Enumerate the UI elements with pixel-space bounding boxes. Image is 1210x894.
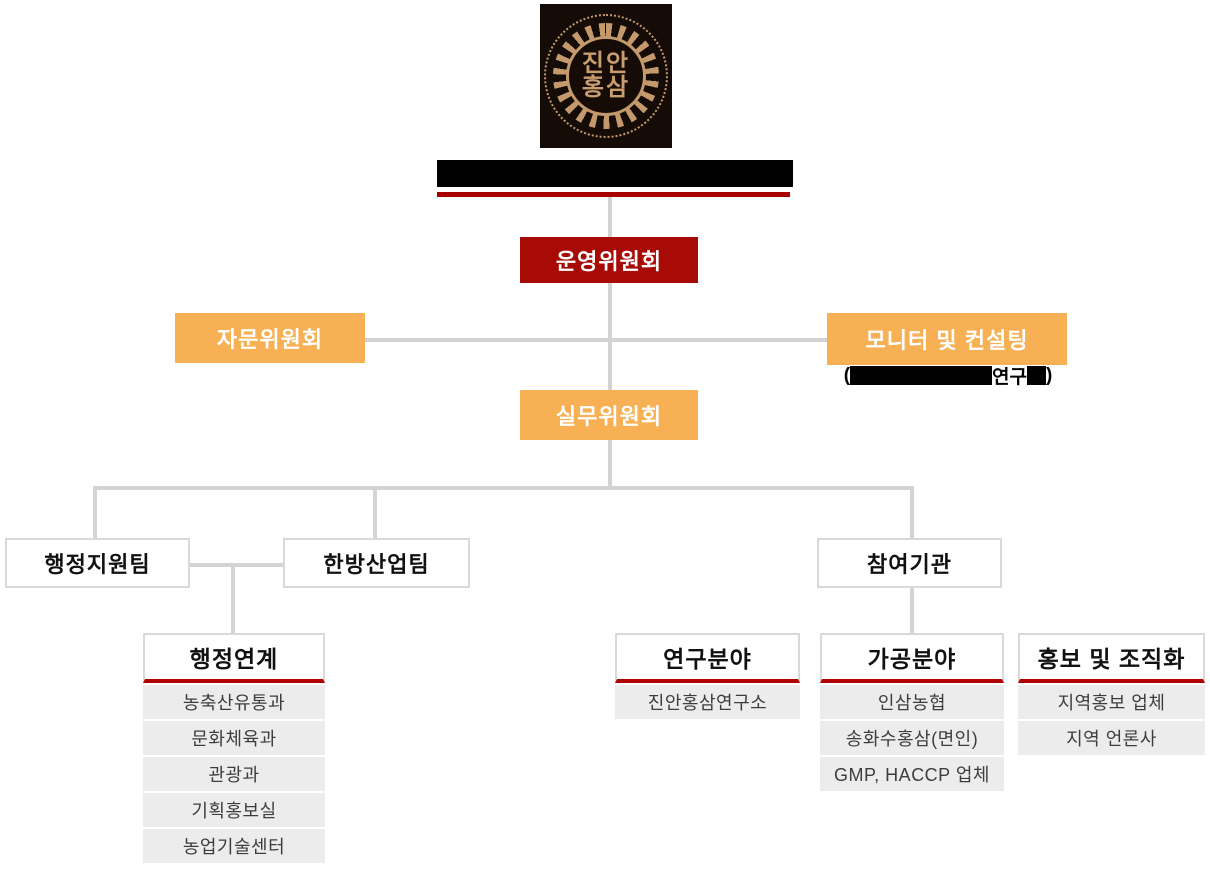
column-research: 연구분야 진안홍삼연구소	[615, 633, 800, 719]
column-item-list: 진안홍삼연구소	[615, 685, 800, 719]
node-label: 행정지원팀	[44, 552, 151, 577]
column-header: 홍보 및 조직화	[1018, 633, 1205, 683]
column-header: 행정연계	[143, 633, 325, 683]
node-label: 한방산업팀	[323, 552, 430, 577]
connector-line	[608, 440, 612, 488]
node-label: 모니터 및 컨설팅	[865, 328, 1029, 353]
redaction-bar	[850, 366, 993, 385]
list-item: 문화체육과	[143, 721, 325, 755]
node-label: 자문위원회	[216, 327, 324, 352]
node-label: 실무위원회	[555, 404, 663, 429]
connector-line	[373, 488, 377, 538]
list-item: 지역홍보 업체	[1018, 685, 1205, 719]
connector-line	[608, 197, 612, 390]
redaction-bar	[1026, 366, 1046, 385]
jinan-red-ginseng-logo: 진안 홍삼	[540, 4, 672, 148]
list-item: 기획홍보실	[143, 793, 325, 827]
emblem-ornament-band: 진안 홍삼	[553, 23, 659, 129]
monitoring-note: ( 연구 )	[820, 363, 1076, 389]
node-operating-committee: 운영위원회	[520, 237, 698, 283]
node-monitoring-consulting: 모니터 및 컨설팅	[827, 313, 1067, 365]
list-item: 진안홍삼연구소	[615, 685, 800, 719]
list-item: 농축산유통과	[143, 685, 325, 719]
list-item: 농업기술센터	[143, 829, 325, 863]
note-open-paren: (	[843, 364, 851, 386]
list-item: 송화수홍삼(면인)	[820, 721, 1004, 755]
connector-line	[910, 588, 914, 635]
connector-line	[231, 563, 235, 633]
node-advisory-committee: 자문위원회	[175, 313, 365, 363]
note-close-paren: )	[1045, 364, 1053, 386]
node-admin-support-team: 행정지원팀	[5, 538, 190, 588]
emblem-outer-ring: 진안 홍삼	[544, 14, 668, 138]
connector-line	[910, 488, 914, 538]
connector-line	[93, 486, 914, 490]
emblem-text-line2: 홍삼	[581, 74, 631, 101]
column-header-label: 연구분야	[663, 646, 752, 672]
column-header: 연구분야	[615, 633, 800, 683]
note-visible-fragment: 연구	[992, 367, 1027, 388]
column-header-label: 홍보 및 조직화	[1037, 646, 1186, 672]
node-label: 운영위원회	[555, 249, 663, 274]
list-item: 지역 언론사	[1018, 721, 1205, 755]
node-label: 참여기관	[867, 552, 952, 577]
emblem-text-line1: 진안	[581, 49, 631, 77]
node-participating-organizations: 참여기관	[817, 538, 1002, 588]
emblem-core: 진안 홍삼	[566, 36, 646, 116]
title-underline	[437, 192, 790, 197]
connector-line	[190, 563, 283, 567]
connector-line	[93, 488, 97, 538]
node-working-committee: 실무위원회	[520, 390, 698, 440]
redacted-title-bar	[437, 160, 793, 187]
list-item: 관광과	[143, 757, 325, 791]
list-item: 인삼농협	[820, 685, 1004, 719]
list-item: GMP, HACCP 업체	[820, 757, 1004, 791]
node-hanbang-industry-team: 한방산업팀	[283, 538, 470, 588]
column-header: 가공분야	[820, 633, 1004, 683]
connector-line	[365, 338, 827, 342]
column-header-label: 행정연계	[189, 646, 279, 672]
column-header-label: 가공분야	[867, 646, 957, 672]
